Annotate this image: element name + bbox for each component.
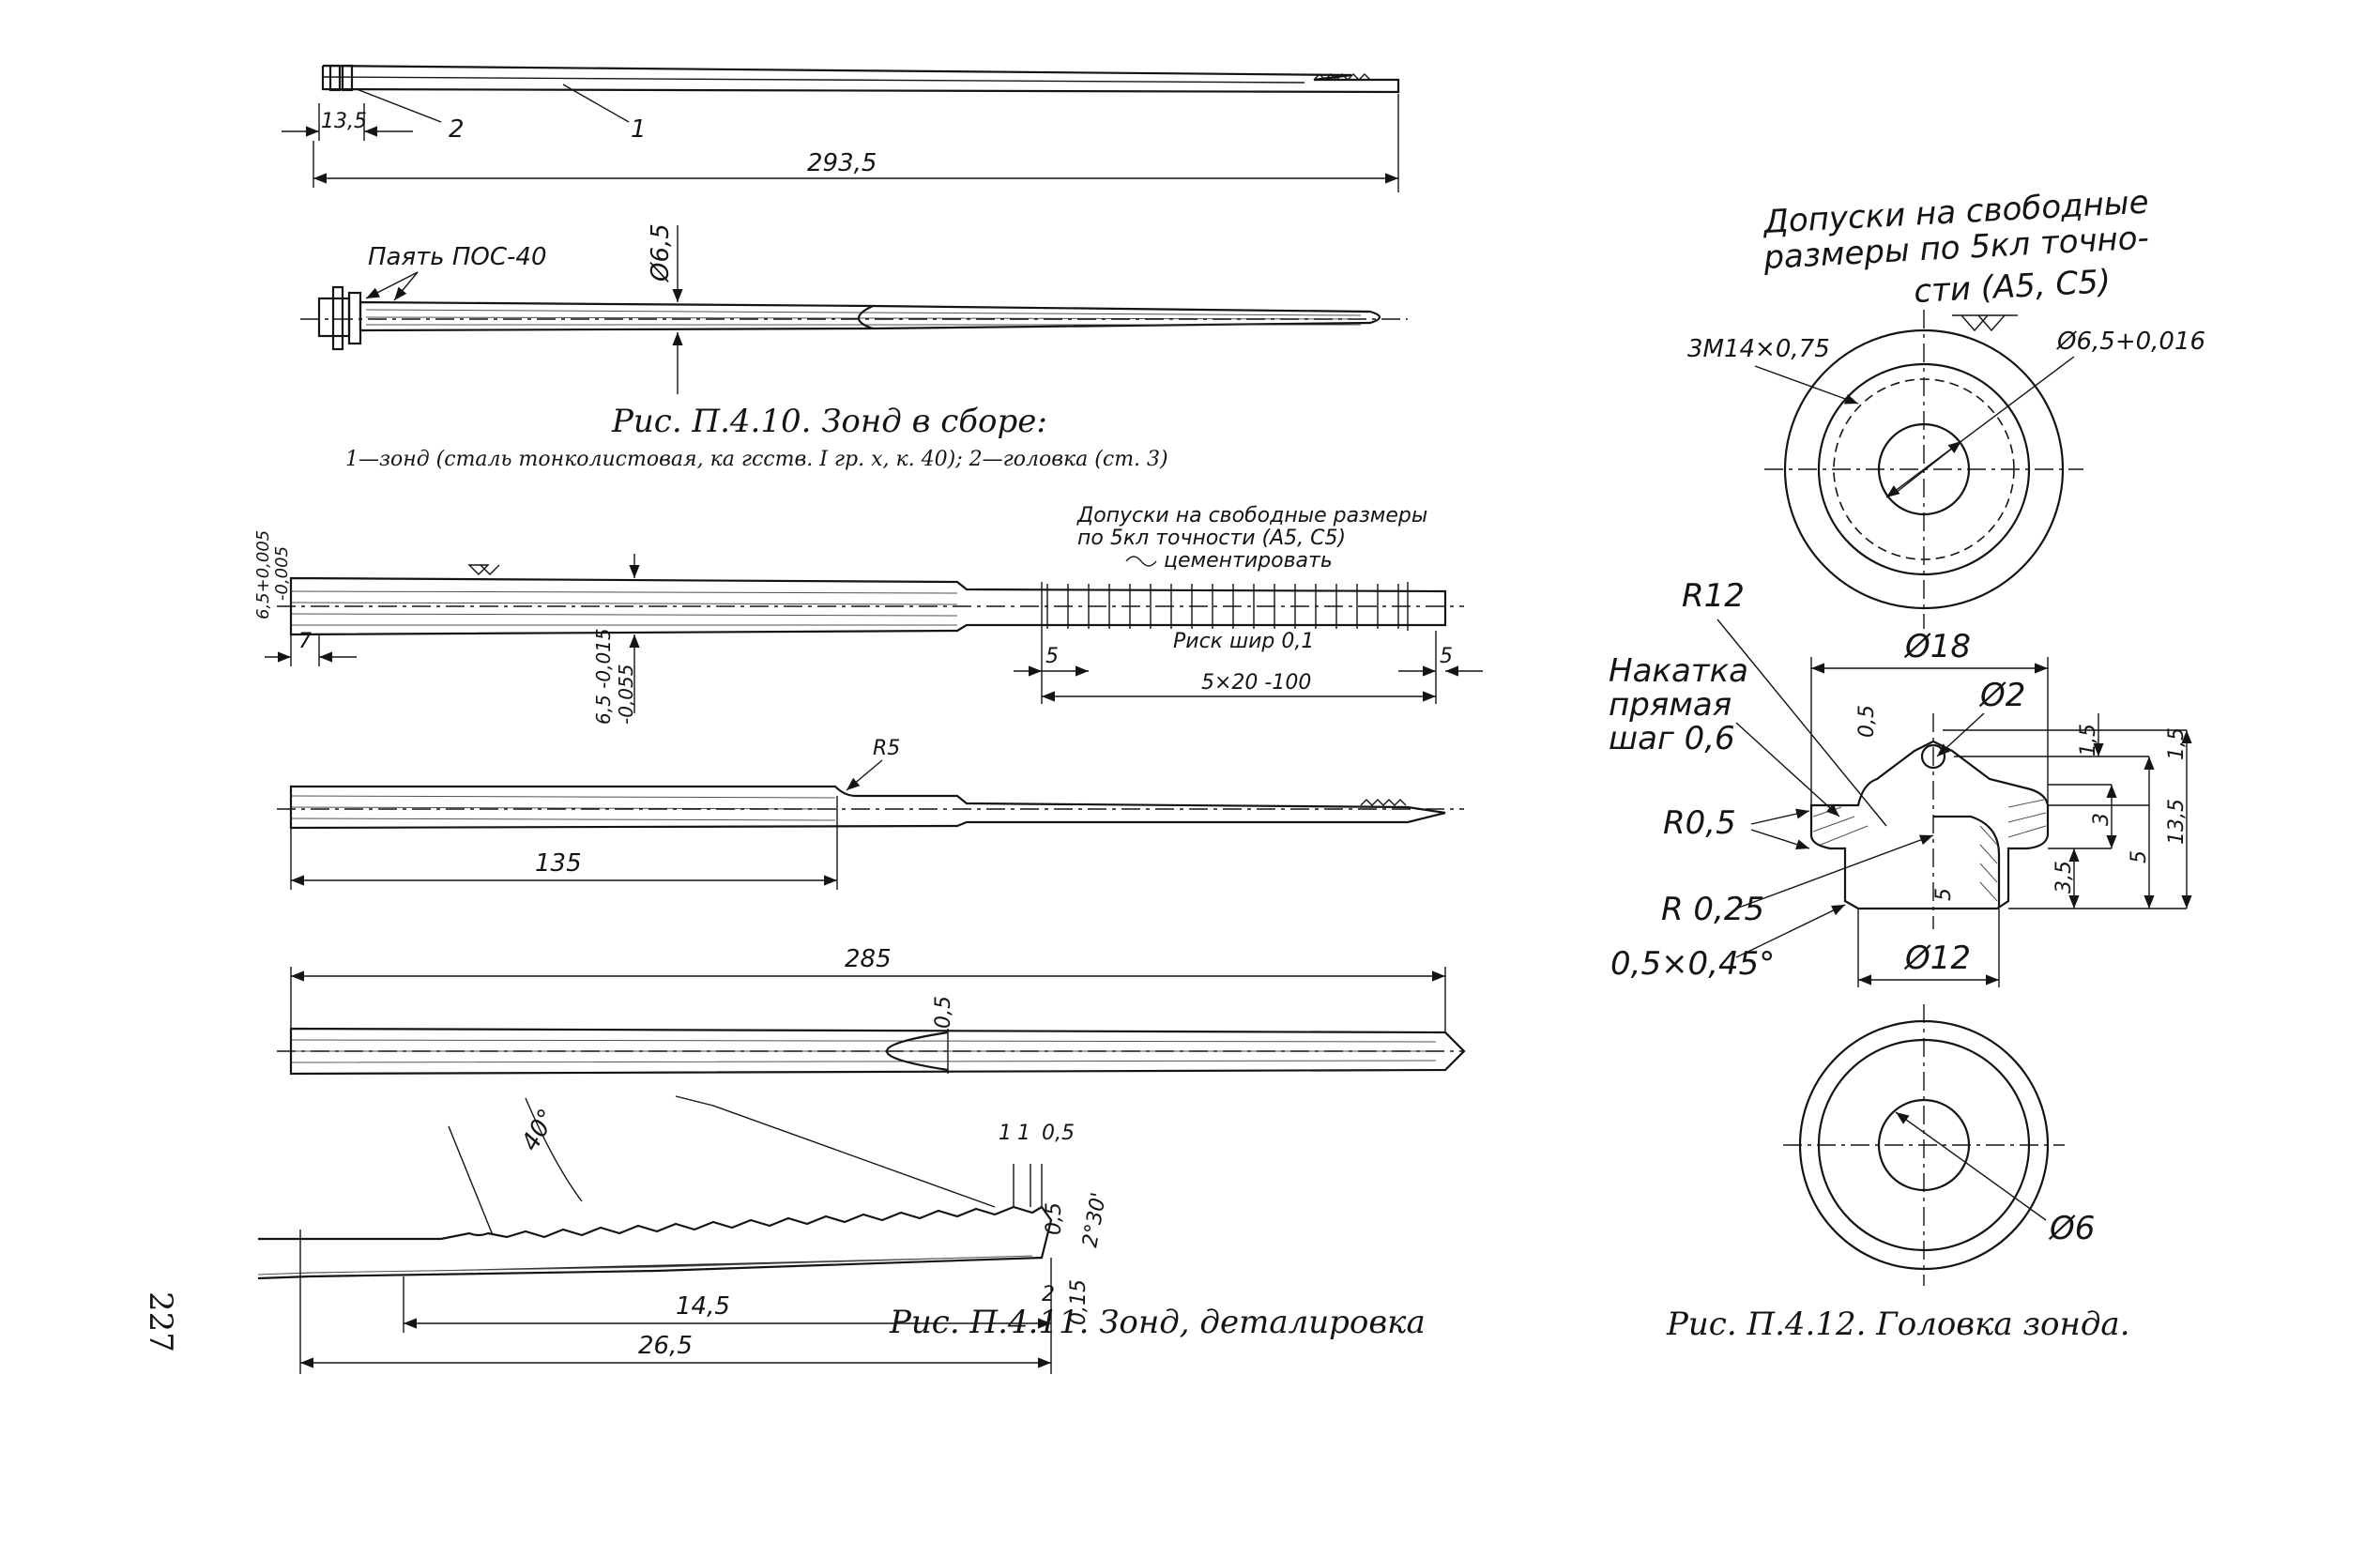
- leader-1: [562, 84, 630, 123]
- r0-5: R0,5: [1663, 804, 1736, 842]
- head-section-view: [1809, 713, 2050, 929]
- dim-135: 135: [535, 849, 582, 878]
- dim-6-5-tol: 6,5 -0,015: [592, 628, 615, 725]
- probe-detail-2: [277, 785, 1464, 830]
- d6: Ø6: [2048, 1210, 2095, 1247]
- v5-inner: 5: [1932, 888, 1956, 901]
- fig-4-10: 2 1 13,5 293,5 Паять ПОС-40 Ø6,5 Рис. П.: [282, 64, 1408, 471]
- knurl-3: шаг 0,6: [1609, 720, 1735, 757]
- dim-d6-5: Ø6,5: [647, 223, 675, 283]
- dim-5a: 5: [1045, 645, 1059, 668]
- thread-label: 3M14×0,75: [1687, 335, 1830, 363]
- v13-5: 13,5: [2165, 799, 2189, 845]
- bore-label: Ø6,5+0,016: [2056, 328, 2205, 356]
- dim-13-5: 13,5: [321, 110, 367, 133]
- r5: R5: [873, 737, 900, 760]
- dim-0-5-head: 0,5: [1855, 705, 1879, 738]
- caption-fig-4-12: Рис. П.4.12. Головка зонда.: [1666, 1306, 2130, 1343]
- note-412-3: сти (A5, C5): [1913, 263, 2112, 311]
- dim-0-5b: 0,5: [1042, 1122, 1075, 1145]
- dim-1a: 1: [999, 1122, 1012, 1145]
- leader-2: [356, 88, 442, 123]
- d12: Ø12: [1903, 940, 1971, 977]
- angle-2-30: 2°30': [1078, 1191, 1111, 1249]
- caption-fig-4-10: Рис. П.4.10. Зонд в сборе:: [611, 403, 1047, 440]
- fig-4-12: Допуски на свободные размеры по 5кл точн…: [1609, 184, 2205, 1343]
- probe-assembly-view: [300, 285, 1408, 351]
- tol-top: 6,5+0,005: [253, 530, 273, 619]
- probe-detail-3: [277, 1027, 1466, 1076]
- head-bottom-view: [1783, 1004, 2065, 1286]
- dim-6-5-tol-b: -0,055: [615, 665, 637, 725]
- r0-25: R 0,25: [1661, 891, 1764, 928]
- dim-0-5c: 0,5: [1043, 1202, 1066, 1235]
- note-411-2: по 5кл точности (A5, C5): [1077, 527, 1346, 550]
- knurl-1: Накатка: [1609, 652, 1748, 690]
- dim-0-5: 0,5: [932, 996, 955, 1029]
- callout-2: 2: [449, 115, 465, 144]
- page-number: 227: [142, 1291, 179, 1352]
- solder-note: Паять ПОС-40: [368, 243, 547, 271]
- d18: Ø18: [1903, 628, 1971, 665]
- tip-detail: [257, 1095, 1053, 1286]
- note-411-3: цементировать: [1164, 549, 1333, 573]
- dim-7: 7: [298, 630, 312, 653]
- caption-fig-4-11: Рис. П.4.11. Зонд, деталировка: [889, 1304, 1426, 1341]
- dim-1b: 1: [1017, 1122, 1030, 1145]
- dim-5x20: 5×20 -100: [1201, 671, 1311, 695]
- probe-side-view: [321, 64, 1400, 94]
- r12: R12: [1682, 577, 1745, 615]
- legend-fig-4-10: 1—зонд (сталь тонколистовая, ка гсств. I…: [345, 448, 1168, 471]
- knurl-2: прямая: [1609, 686, 1732, 724]
- dim-293-5: 293,5: [807, 149, 877, 177]
- dim-5b: 5: [1440, 645, 1453, 668]
- v3-5: 3,5: [2052, 861, 2076, 894]
- v3: 3: [2090, 813, 2113, 826]
- dim-0-15: 0,15: [1067, 1279, 1091, 1325]
- dim-285: 285: [845, 945, 892, 973]
- probe-detail-1: [277, 576, 1464, 636]
- risk-note: Риск шир 0,1: [1173, 630, 1314, 653]
- v1-5b: 1,5: [2165, 727, 2189, 760]
- note-411-1: Допуски на свободные размеры: [1076, 504, 1427, 527]
- fig-4-11: 6,5+0,005 -0,005 7 6,5 -0,015 -0,055 Доп…: [142, 504, 1483, 1374]
- callout-1: 1: [631, 115, 647, 144]
- v5: 5: [2128, 850, 2151, 863]
- tol-top-b: -0,005: [272, 546, 292, 601]
- d2: Ø2: [1978, 677, 2025, 714]
- angle-40: 40°: [516, 1105, 562, 1156]
- dim-26-5: 26,5: [638, 1332, 693, 1360]
- v1-5: 1,5: [2077, 724, 2100, 756]
- dim-14-5: 14,5: [676, 1292, 730, 1321]
